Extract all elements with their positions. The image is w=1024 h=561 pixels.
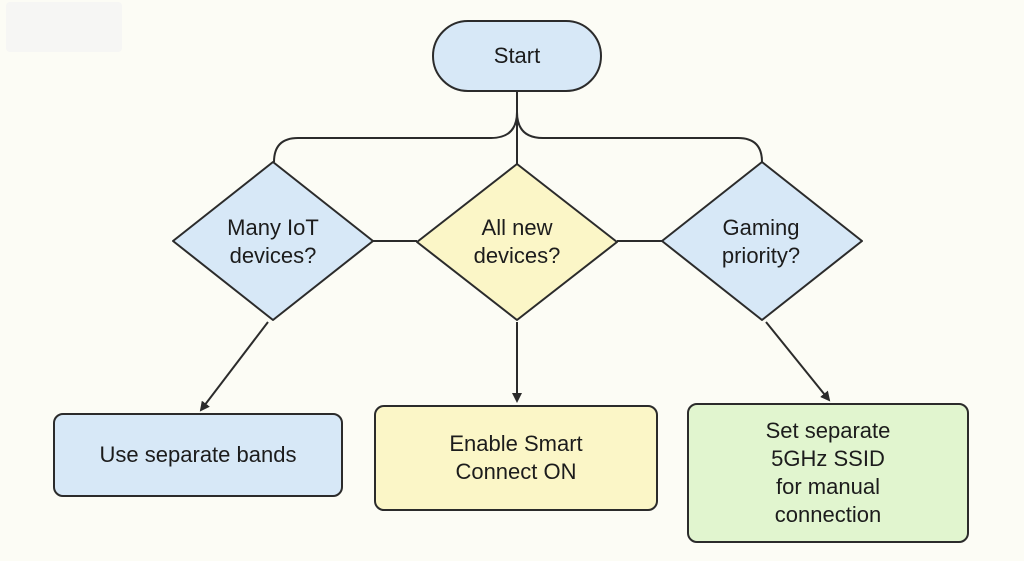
action-separate-bands: Use separate bands <box>53 413 343 497</box>
decision-label-iot: Many IoT devices? <box>227 215 319 268</box>
connector-start-right <box>516 111 763 163</box>
decision-label-gaming: Gaming priority? <box>721 215 801 268</box>
action-separate-5ghz-ssid: Set separate 5GHz SSID for manual connec… <box>687 403 969 543</box>
start-node: Start <box>432 20 602 92</box>
connector-start-split <box>273 92 518 163</box>
arrow-iot-to-separate-bands <box>199 321 269 412</box>
action-smart-connect-on: Enable Smart Connect ON <box>374 405 658 511</box>
decision-diamond-new-devices <box>416 163 618 321</box>
decision-label-new-devices: All new devices? <box>473 215 561 268</box>
decision-diamond-iot <box>172 161 374 321</box>
watermark <box>6 2 122 52</box>
arrow-gaming-to-5ghz <box>765 321 831 402</box>
decision-diamond-gaming <box>661 161 863 321</box>
